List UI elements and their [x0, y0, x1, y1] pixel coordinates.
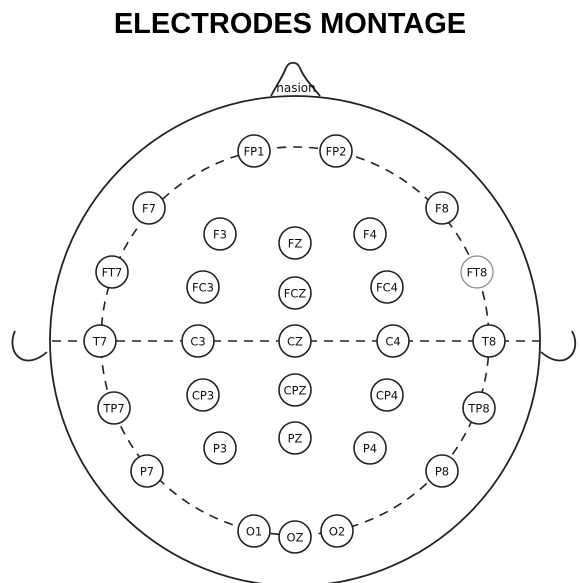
- electrode-marker: [319, 134, 353, 168]
- electrode-tp7: TP7: [97, 391, 131, 425]
- nasion-label: nasion: [276, 81, 316, 95]
- electrode-label: FCZ: [284, 287, 307, 301]
- electrode-p8: P8: [425, 454, 459, 488]
- electrode-marker: [97, 391, 131, 425]
- electrode-label: FP2: [326, 145, 347, 159]
- electrode-marker: [130, 454, 164, 488]
- electrode-marker: [278, 226, 312, 260]
- electrode-c3: C3: [181, 324, 215, 358]
- electrode-marker: [370, 270, 404, 304]
- right-ear: [540, 330, 577, 362]
- electrode-oz: OZ: [278, 520, 312, 554]
- electrode-fc3: FC3: [186, 270, 220, 304]
- electrode-t8: T8: [472, 324, 506, 358]
- electrode-marker: [95, 255, 129, 289]
- electrode-marker: [278, 373, 312, 407]
- electrode-marker: [203, 431, 237, 465]
- electrode-marker: [376, 324, 410, 358]
- electrode-label: FT7: [102, 266, 123, 280]
- electrode-marker: [278, 324, 312, 358]
- electrode-label: TP7: [102, 402, 124, 416]
- electrode-marker: [186, 270, 220, 304]
- electrode-label: CP4: [376, 389, 398, 403]
- electrode-label: CP3: [192, 389, 214, 403]
- electrode-marker: [181, 324, 215, 358]
- electrode-marker: [353, 431, 387, 465]
- electrode-label: C4: [385, 335, 400, 349]
- electrode-label: PZ: [288, 432, 303, 446]
- electrode-p7: P7: [130, 454, 164, 488]
- electrode-fcz: FCZ: [278, 276, 312, 310]
- electrode-label: T8: [481, 335, 496, 349]
- electrode-marker: [132, 191, 166, 225]
- electrode-label: O2: [329, 525, 345, 539]
- electrode-marker: [83, 324, 117, 358]
- electrode-o2: O2: [320, 514, 354, 548]
- electrode-label: P3: [213, 442, 227, 456]
- electrode-label: F4: [363, 228, 377, 242]
- electrode-label: FP1: [244, 145, 265, 159]
- electrode-label: P8: [435, 465, 449, 479]
- electrode-fc4: FC4: [370, 270, 404, 304]
- electrode-ft7: FT7: [95, 255, 129, 289]
- electrode-cp4: CP4: [370, 378, 404, 412]
- electrode-fp2: FP2: [319, 134, 353, 168]
- electrode-label: TP8: [467, 402, 489, 416]
- electrode-marker: [460, 255, 494, 289]
- electrode-fz: FZ: [278, 226, 312, 260]
- electrode-fp1: FP1: [237, 134, 271, 168]
- electrode-f8: F8: [425, 191, 459, 225]
- electrode-label: FC4: [376, 281, 398, 295]
- electrode-marker: [278, 520, 312, 554]
- electrode-c4: C4: [376, 324, 410, 358]
- electrode-label: FZ: [288, 237, 303, 251]
- electrode-marker: [237, 514, 271, 548]
- electrode-marker: [320, 514, 354, 548]
- electrode-o1: O1: [237, 514, 271, 548]
- electrode-label: F7: [142, 202, 156, 216]
- electrode-marker: [353, 217, 387, 251]
- electrode-marker: [203, 217, 237, 251]
- diagram-title: ELECTRODES MONTAGE: [113, 8, 467, 40]
- electrode-p4: P4: [353, 431, 387, 465]
- electrode-label: CZ: [287, 335, 303, 349]
- electrode-label: F8: [435, 202, 449, 216]
- electrode-tp8: TP8: [462, 391, 496, 425]
- electrode-label: FT8: [467, 266, 488, 280]
- electrode-label: FC3: [192, 281, 214, 295]
- electrode-ft8: FT8: [460, 255, 494, 289]
- electrode-f3: F3: [203, 217, 237, 251]
- electrode-f7: F7: [132, 191, 166, 225]
- electrode-marker: [425, 454, 459, 488]
- electrode-marker: [462, 391, 496, 425]
- electrode-marker: [425, 191, 459, 225]
- electrode-pz: PZ: [278, 421, 312, 455]
- nose-outline: [270, 61, 321, 97]
- electrode-cz: CZ: [278, 324, 312, 358]
- electrode-label: C3: [190, 335, 205, 349]
- electrode-label: CPZ: [284, 384, 307, 398]
- electrode-marker: [186, 378, 220, 412]
- electrode-cp3: CP3: [186, 378, 220, 412]
- electrode-marker: [237, 134, 271, 168]
- electrode-f4: F4: [353, 217, 387, 251]
- electrode-t7: T7: [83, 324, 117, 358]
- electrode-label: F3: [213, 228, 227, 242]
- electrode-marker: [278, 421, 312, 455]
- electrode-marker: [278, 276, 312, 310]
- electrode-label: P4: [363, 442, 377, 456]
- electrode-cpz: CPZ: [278, 373, 312, 407]
- electrode-marker: [370, 378, 404, 412]
- electrode-label: O1: [246, 525, 262, 539]
- electrode-label: OZ: [287, 531, 304, 545]
- left-ear: [11, 330, 48, 362]
- electrode-marker: [472, 324, 506, 358]
- electrode-label: P7: [140, 465, 154, 479]
- electrode-p3: P3: [203, 431, 237, 465]
- electrode-label: T7: [92, 335, 107, 349]
